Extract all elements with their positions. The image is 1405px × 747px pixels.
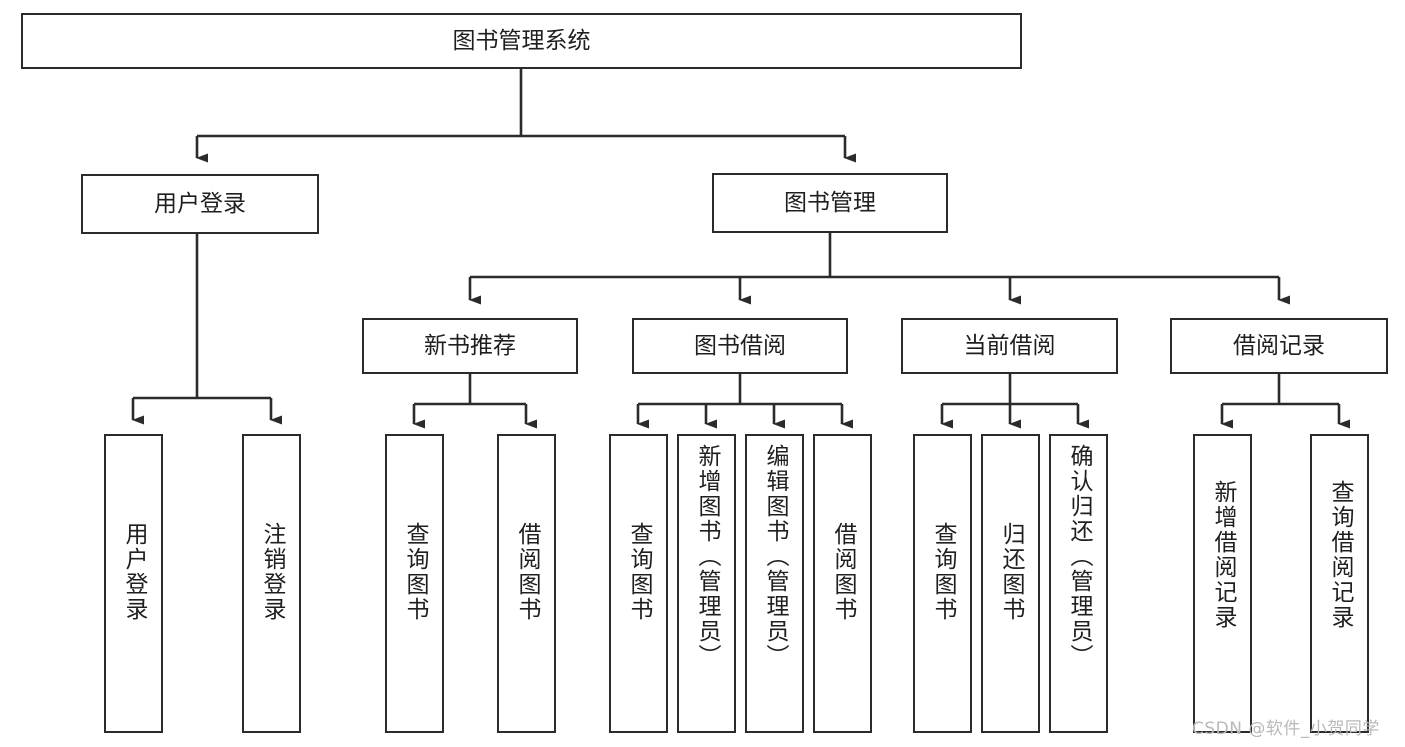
leaf-record-add[interactable]: 新增借阅记录 (1193, 434, 1252, 733)
node-book-borrow[interactable]: 图书借阅 (632, 318, 848, 374)
watermark-text: CSDN @软件_小贺同学 (1192, 719, 1380, 739)
leaf-record-query[interactable]: 查询借阅记录 (1310, 434, 1369, 733)
leaf-borrow-edit-book-label: 编辑图书（管理员） (762, 444, 788, 669)
node-new-book-recommend[interactable]: 新书推荐 (362, 318, 578, 374)
leaf-current-query-book[interactable]: 查询图书 (913, 434, 972, 733)
node-user-login[interactable]: 用户登录 (81, 174, 319, 234)
node-root[interactable]: 图书管理系统 (21, 13, 1022, 69)
node-borrow-record[interactable]: 借阅记录 (1170, 318, 1388, 374)
leaf-new-book-borrow-label: 借阅图书 (514, 522, 540, 622)
leaf-borrow-edit-book[interactable]: 编辑图书（管理员） (745, 434, 804, 733)
leaf-borrow-query-book[interactable]: 查询图书 (609, 434, 668, 733)
leaf-new-book-borrow[interactable]: 借阅图书 (497, 434, 556, 733)
leaf-borrow-query-book-label: 查询图书 (626, 522, 652, 622)
leaf-current-confirm-return[interactable]: 确认归还（管理员） (1049, 434, 1108, 733)
node-book-management-label: 图书管理 (784, 189, 876, 216)
leaf-current-return-book-label: 归还图书 (998, 522, 1024, 622)
leaf-current-query-book-label: 查询图书 (930, 522, 956, 622)
leaf-borrow-borrow-book-label: 借阅图书 (830, 522, 856, 622)
leaf-record-query-label: 查询借阅记录 (1327, 480, 1353, 630)
node-new-book-recommend-label: 新书推荐 (424, 332, 516, 359)
leaf-new-book-query[interactable]: 查询图书 (385, 434, 444, 733)
leaf-user-login-signout[interactable]: 注销登录 (242, 434, 301, 733)
leaf-current-return-book[interactable]: 归还图书 (981, 434, 1040, 733)
node-root-label: 图书管理系统 (452, 27, 591, 54)
leaf-current-confirm-return-label: 确认归还（管理员） (1066, 444, 1092, 669)
leaf-new-book-query-label: 查询图书 (402, 522, 428, 622)
leaf-user-login-signout-label: 注销登录 (259, 522, 285, 622)
leaf-borrow-add-book-label: 新增图书（管理员） (694, 444, 720, 669)
leaf-user-login-signin[interactable]: 用户登录 (104, 434, 163, 733)
node-book-borrow-label: 图书借阅 (694, 332, 786, 359)
leaf-borrow-borrow-book[interactable]: 借阅图书 (813, 434, 872, 733)
node-book-management[interactable]: 图书管理 (712, 173, 948, 233)
node-borrow-record-label: 借阅记录 (1233, 332, 1325, 359)
leaf-borrow-add-book[interactable]: 新增图书（管理员） (677, 434, 736, 733)
leaf-user-login-signin-label: 用户登录 (121, 522, 147, 622)
leaf-record-add-label: 新增借阅记录 (1210, 480, 1236, 630)
node-current-borrow[interactable]: 当前借阅 (901, 318, 1118, 374)
node-current-borrow-label: 当前借阅 (963, 332, 1056, 359)
node-user-login-label: 用户登录 (154, 190, 246, 217)
